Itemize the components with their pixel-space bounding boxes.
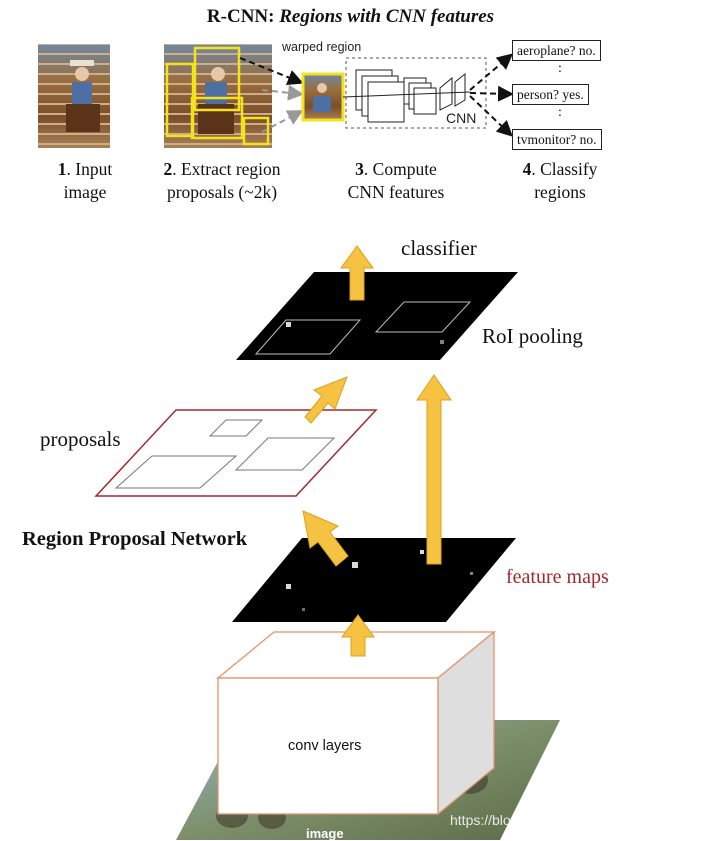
conv-layers-box bbox=[216, 630, 496, 816]
classifier-label: classifier bbox=[401, 236, 477, 260]
proposal-box bbox=[234, 437, 336, 471]
proposal-box bbox=[114, 455, 238, 489]
region-proposals-thumbnail bbox=[164, 44, 272, 148]
input-image-thumbnail bbox=[38, 44, 110, 148]
arrow-features-to-proposals bbox=[302, 510, 349, 567]
roi-box bbox=[254, 319, 362, 355]
feature-maps-label: feature maps bbox=[506, 566, 609, 588]
rpn-label: Region Proposal Network bbox=[22, 528, 248, 550]
proposals-label: proposals bbox=[40, 427, 121, 451]
cnn-label: CNN bbox=[446, 110, 477, 126]
rcnn-title-prefix: R-CNN: bbox=[206, 6, 275, 27]
arrow-conv-to-features bbox=[341, 614, 375, 657]
class-result-aeroplane: aeroplane? no. bbox=[512, 40, 601, 61]
roi-pooling-label: RoI pooling bbox=[482, 324, 583, 348]
watermark-text: https://blog.csdn.net/qq_46098574 bbox=[450, 812, 665, 828]
rcnn-title-italic: Regions with CNN features bbox=[279, 6, 495, 27]
warped-region-label: warped region bbox=[282, 40, 362, 54]
arrow-proposals-to-roi bbox=[304, 376, 348, 424]
arrow-roi-to-classifier bbox=[340, 245, 374, 301]
arrow-features-to-roi bbox=[416, 374, 452, 565]
roi-pooling-plane bbox=[236, 272, 518, 360]
class-result-person: person? yes. bbox=[512, 84, 589, 105]
proposals-plane bbox=[94, 409, 378, 497]
cnn-layers-icon bbox=[355, 69, 466, 123]
warped-region-thumbnail bbox=[301, 72, 345, 122]
class-result-tvmonitor: tvmonitor? no. bbox=[512, 129, 602, 150]
conv-layers-label: conv layers bbox=[288, 738, 362, 754]
ellipsis-1: : bbox=[558, 61, 562, 76]
image-label: image bbox=[306, 826, 344, 841]
rcnn-title: R-CNN: Regions with CNN features bbox=[0, 6, 701, 28]
rcnn-pipeline-figure bbox=[38, 44, 514, 148]
roi-box bbox=[374, 301, 472, 333]
ellipsis-2: : bbox=[558, 105, 562, 120]
proposal-box bbox=[208, 419, 264, 437]
faster-rcnn-figure bbox=[94, 245, 560, 840]
feature-maps-plane bbox=[232, 538, 516, 622]
